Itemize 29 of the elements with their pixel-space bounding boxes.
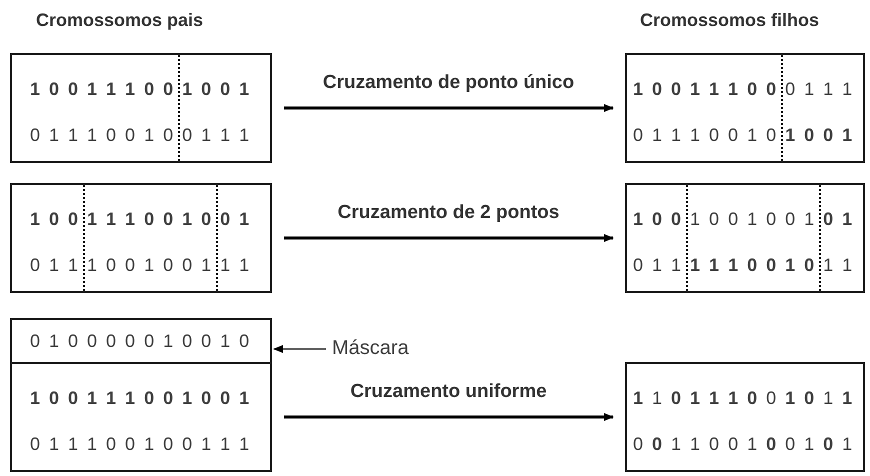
bit-string: 1 0 0 1 1 1 0 0 0 1 1 1 (633, 79, 854, 99)
arrow (273, 345, 326, 353)
bit-string: 0 1 0 0 0 0 0 1 0 0 1 0 (30, 331, 252, 351)
chromosome-box (10, 318, 272, 364)
annotation-text: Máscara (332, 337, 432, 361)
arrow (284, 104, 614, 112)
arrow (284, 413, 614, 421)
column-heading: Cromossomos filhos (640, 10, 820, 31)
chromosome-box (10, 362, 272, 472)
bit-string: 0 1 1 1 0 0 1 0 0 1 1 1 (30, 255, 252, 275)
bit-string: 1 0 0 1 1 1 0 0 1 0 0 1 (30, 388, 252, 408)
edge-label: Cruzamento de 2 pontos (338, 202, 560, 224)
chromosome-box (625, 53, 865, 163)
chromosome-box (625, 362, 865, 472)
chromosome-box (10, 183, 272, 293)
chromosome-box (10, 53, 272, 163)
bit-string: 1 0 0 1 1 1 0 0 1 0 0 1 (30, 209, 252, 229)
bit-string: 0 1 1 1 0 0 1 0 0 1 1 1 (30, 125, 252, 145)
bit-string: 1 1 0 1 1 1 0 0 1 0 1 1 (633, 388, 854, 408)
edge-label: Cruzamento de ponto único (322, 72, 574, 94)
column-heading: Cromossomos pais (36, 10, 204, 31)
bit-string: 0 1 1 1 0 0 1 0 1 0 0 1 (633, 125, 854, 145)
bit-string: 1 0 0 1 1 1 0 0 1 0 0 1 (30, 79, 252, 99)
bit-string: 0 1 1 1 0 0 1 0 0 1 1 1 (30, 434, 252, 454)
bit-string: 1 0 0 1 0 0 1 0 0 1 0 1 (633, 209, 854, 229)
arrow (284, 234, 614, 242)
bit-string: 0 1 1 1 1 1 0 0 1 0 1 1 (633, 255, 854, 275)
chromosome-box (625, 183, 865, 293)
bit-string: 0 0 1 1 0 0 1 0 0 1 0 1 (633, 434, 854, 454)
